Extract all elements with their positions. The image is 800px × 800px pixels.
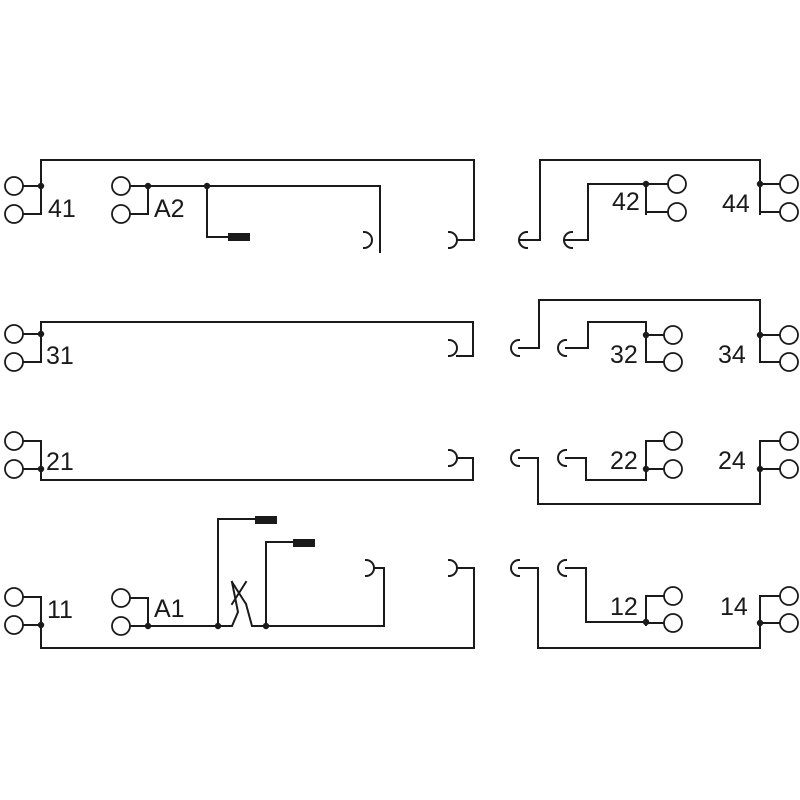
contact-12b-arc bbox=[557, 558, 568, 578]
coil-crossover bbox=[230, 541, 294, 627]
label-34: 34 bbox=[718, 341, 746, 369]
wire-42-loop bbox=[563, 183, 647, 241]
contact-a1-arc bbox=[364, 558, 375, 578]
coil-a2-circuit bbox=[147, 185, 381, 253]
contact-21-arc bbox=[447, 448, 458, 468]
contact-32-arc bbox=[510, 338, 521, 358]
terminal-22-bottom bbox=[663, 459, 683, 479]
terminal-34-bottom bbox=[779, 352, 799, 372]
terminal-a1-bottom bbox=[111, 616, 131, 636]
label-42: 42 bbox=[612, 188, 640, 216]
wire-11-loop bbox=[40, 567, 475, 649]
actuator-bar-a2 bbox=[228, 233, 250, 241]
terminal-32-bottom bbox=[663, 352, 683, 372]
contact-12-arc bbox=[510, 558, 521, 578]
terminal-a2-bottom bbox=[111, 204, 131, 224]
terminal-14-bottom bbox=[779, 613, 799, 633]
label-44: 44 bbox=[722, 190, 750, 218]
terminal-42-bottom bbox=[667, 202, 687, 222]
terminal-24-top bbox=[779, 431, 799, 451]
terminal-24-bottom bbox=[779, 459, 799, 479]
junction-dots bbox=[37, 180, 764, 630]
wire-31-loop bbox=[40, 321, 474, 357]
label-24: 24 bbox=[718, 447, 746, 475]
terminal-12-bottom bbox=[663, 613, 683, 633]
coil-a1-circuit bbox=[147, 516, 385, 627]
wire-24-loop bbox=[518, 440, 761, 505]
contact-22-arc bbox=[510, 448, 521, 468]
contact-32b-arc bbox=[557, 338, 568, 358]
terminal-31-bottom bbox=[4, 352, 24, 372]
label-32: 32 bbox=[610, 341, 638, 369]
terminal-14-top bbox=[779, 586, 799, 606]
terminal-21-top bbox=[4, 431, 24, 451]
terminal-44-top bbox=[779, 174, 799, 194]
contact-row-11 bbox=[40, 558, 475, 649]
terminal-41-top bbox=[4, 176, 24, 196]
label-14: 14 bbox=[720, 593, 748, 621]
label-11: 11 bbox=[47, 596, 73, 624]
terminal-a1-top bbox=[111, 588, 131, 608]
wire-a1-main bbox=[147, 518, 256, 627]
actuator-bar-a1-upper bbox=[255, 516, 277, 524]
terminal-a2-top bbox=[111, 176, 131, 196]
label-41: 41 bbox=[48, 195, 76, 223]
contact-row-41 bbox=[40, 159, 475, 250]
terminal-12-top bbox=[663, 586, 683, 606]
label-22: 22 bbox=[610, 447, 638, 475]
contact-31-arc bbox=[447, 338, 458, 358]
contact-22b-arc bbox=[557, 448, 568, 468]
wire-21-loop bbox=[40, 440, 474, 481]
terminal-21-bottom bbox=[4, 459, 24, 479]
wire-a2-actuator bbox=[206, 185, 231, 238]
wire-44-loop bbox=[518, 159, 761, 241]
terminal-44-bottom bbox=[779, 202, 799, 222]
label-12: 12 bbox=[610, 593, 638, 621]
contact-row-31 bbox=[40, 321, 474, 363]
terminal-34-top bbox=[779, 325, 799, 345]
terminal-32-top bbox=[663, 325, 683, 345]
terminal-41-bottom bbox=[4, 204, 24, 224]
contact-a2-arc bbox=[362, 230, 373, 250]
terminal-11-top bbox=[4, 587, 24, 607]
contact-row-21 bbox=[40, 440, 474, 481]
terminal-42-top bbox=[667, 174, 687, 194]
terminal-circles bbox=[4, 174, 799, 636]
contact-41-arc bbox=[447, 230, 458, 250]
wire-41-loop bbox=[40, 159, 475, 241]
terminal-31-top bbox=[4, 324, 24, 344]
contact-row-42-44 bbox=[518, 159, 761, 250]
terminal-22-top bbox=[663, 431, 683, 451]
wire-a2-main bbox=[147, 185, 381, 253]
label-a1: A1 bbox=[154, 595, 185, 623]
terminal-11-bottom bbox=[4, 615, 24, 635]
contact-11-arc bbox=[447, 558, 458, 578]
wire-a1-right bbox=[217, 569, 385, 627]
terminal-labels: 41 A2 42 44 31 32 34 21 22 24 11 A1 12 1… bbox=[46, 188, 750, 624]
actuator-bar-a1-lower bbox=[293, 539, 315, 547]
label-a2: A2 bbox=[154, 195, 185, 223]
label-21: 21 bbox=[46, 448, 74, 476]
wire-34-loop bbox=[518, 299, 761, 363]
label-31: 31 bbox=[46, 342, 74, 370]
